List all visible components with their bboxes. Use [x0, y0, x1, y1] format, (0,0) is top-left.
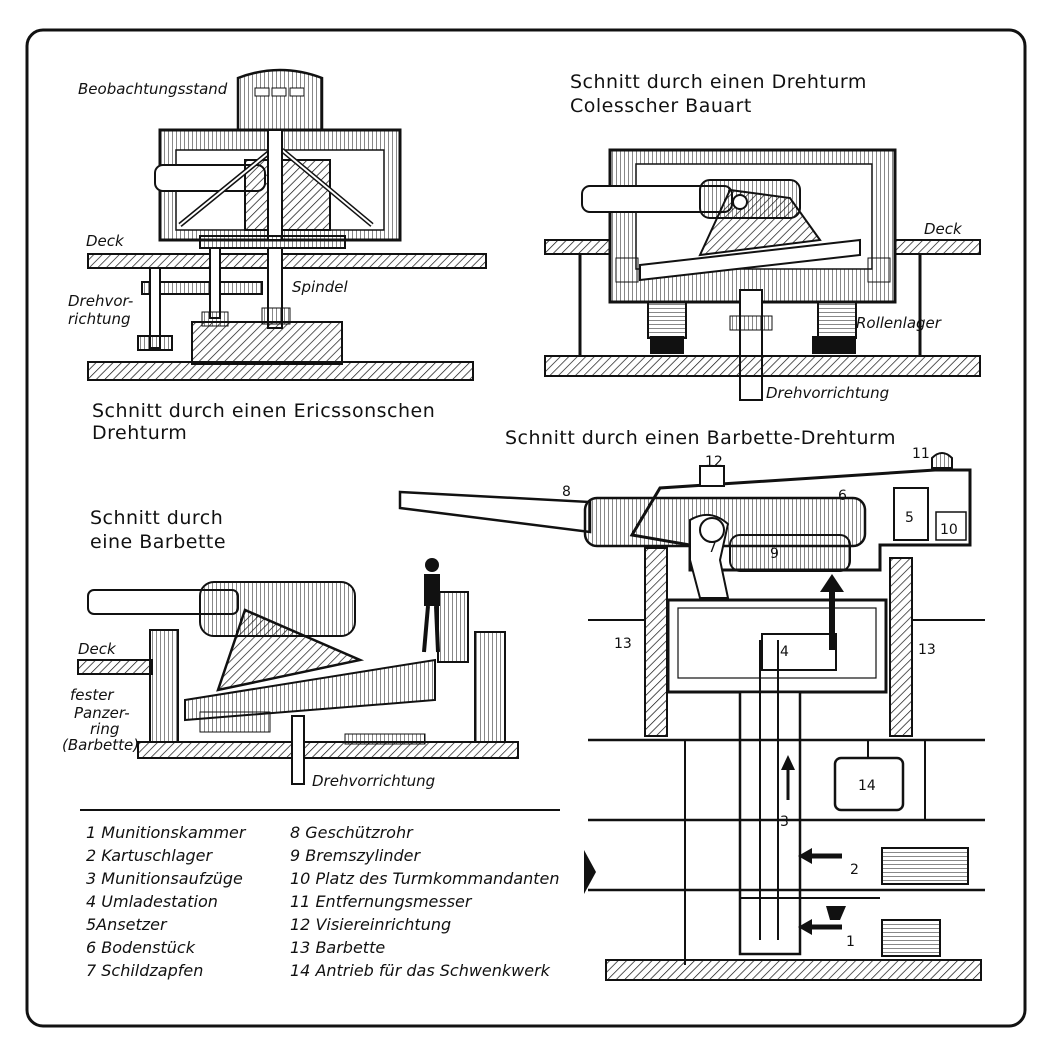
ericsson-turret-illustration — [87, 68, 487, 381]
title-coles-1: Schnitt durch einen Drehturm — [570, 71, 867, 93]
legend-item: 13 Barbette — [290, 938, 385, 957]
callout-3: 3 — [780, 814, 789, 830]
callout-7: 7 — [708, 540, 717, 556]
outer-frame — [25, 28, 1027, 1028]
label-spindel: Spindel — [292, 278, 348, 296]
legend-item: 11 Entfernungsmesser — [290, 892, 473, 911]
callout-10: 10 — [940, 522, 958, 538]
callout-12: 12 — [705, 454, 723, 470]
label-panzer-2: Panzer- — [74, 704, 130, 722]
label-drehvorrichtung-coles: Drehvorrichtung — [766, 384, 889, 402]
callout-9: 9 — [770, 546, 779, 562]
legend-item: 12 Visiereinrichtung — [290, 915, 451, 934]
legend: 1 Munitionskammer 2 Kartuschlager 3 Muni… — [86, 823, 560, 980]
callout-13-right: 13 — [918, 642, 936, 658]
legend-item: 1 Munitionskammer — [86, 823, 247, 842]
title-ericsson-2: Drehturm — [92, 422, 187, 444]
legend-item: 10 Platz des Turmkommandanten — [290, 869, 560, 888]
legend-item: 9 Bremszylinder — [290, 846, 421, 865]
label-deck-ericsson: Deck — [86, 232, 125, 250]
callout-2: 2 — [850, 862, 859, 878]
legend-item: 7 Schildzapfen — [86, 961, 203, 980]
title-ericsson-1: Schnitt durch einen Ericssonschen — [92, 400, 435, 422]
title-barbette-drehturm: Schnitt durch einen Barbette-Drehturm — [505, 427, 896, 449]
label-drehvorrichtung-ericsson-1: Drehvor- — [68, 292, 133, 310]
legend-item: 5Ansetzer — [86, 915, 168, 934]
barbette-illustration — [77, 558, 519, 785]
title-barbette-2: eine Barbette — [90, 531, 226, 553]
callout-11: 11 — [912, 446, 930, 462]
legend-item: 14 Antrieb für das Schwenkwerk — [290, 961, 551, 980]
coles-turret-illustration — [544, 148, 981, 401]
label-beobachtungsstand: Beobachtungsstand — [78, 80, 228, 98]
label-panzer-4: (Barbette) — [62, 736, 139, 754]
callout-8: 8 — [562, 484, 571, 500]
callout-14: 14 — [858, 778, 876, 794]
title-barbette-1: Schnitt durch — [90, 507, 223, 529]
legend-item: 6 Bodenstück — [86, 938, 196, 957]
barbette-drehturm-illustration — [398, 452, 985, 981]
callout-6: 6 — [838, 488, 847, 504]
title-coles-2: Colesscher Bauart — [570, 95, 752, 117]
callout-13-left: 13 — [614, 636, 632, 652]
label-drehvorrichtung-barbette: Drehvorrichtung — [312, 772, 435, 790]
label-deck-coles: Deck — [924, 220, 963, 238]
callout-1: 1 — [846, 934, 855, 950]
legend-item: 2 Kartuschlager — [86, 846, 214, 865]
label-panzer-3: ring — [90, 720, 119, 738]
label-rollenlager: Rollenlager — [856, 314, 942, 332]
legend-item: 4 Umladestation — [86, 892, 218, 911]
label-deck-barbette: Deck — [78, 640, 117, 658]
legend-item: 8 Geschützrohr — [290, 823, 414, 842]
callout-5: 5 — [905, 510, 914, 526]
label-panzer-1: fester — [70, 686, 114, 704]
callout-4: 4 — [780, 644, 789, 660]
legend-item: 3 Munitionsaufzüge — [86, 869, 243, 888]
label-drehvorrichtung-ericsson-2: richtung — [68, 310, 131, 328]
